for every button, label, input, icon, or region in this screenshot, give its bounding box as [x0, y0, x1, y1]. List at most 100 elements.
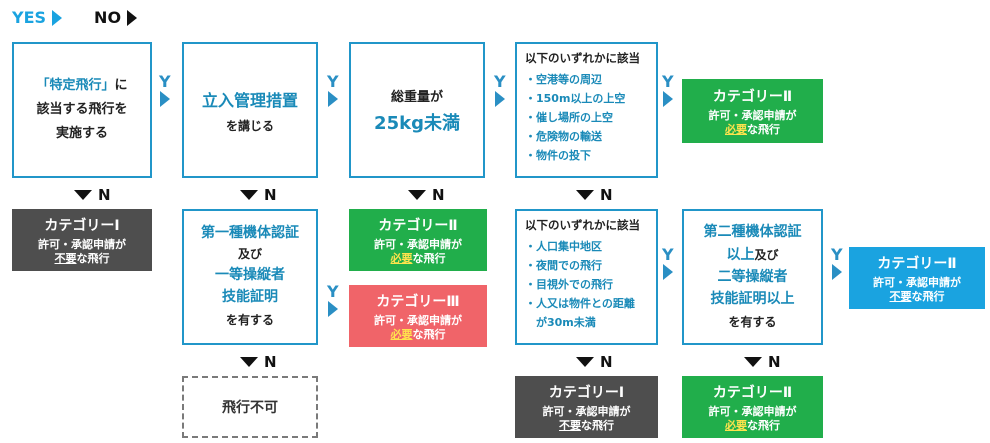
result-category-2-bottom: カテゴリーⅡ 許可・承認申請が 必要な飛行 — [682, 376, 823, 438]
result-title: カテゴリーⅠ — [44, 217, 120, 234]
yes-label: Y — [494, 72, 506, 91]
yes-connector: Y — [662, 245, 674, 280]
result-sub: 許可・承認申請が — [374, 313, 462, 327]
result-sub-tail: な飛行 — [412, 327, 446, 341]
yes-connector: Y — [159, 72, 171, 107]
no-connector: N — [240, 353, 277, 371]
no-label: N — [264, 353, 277, 371]
yes-arrow-icon — [159, 91, 170, 107]
result-sub-tail: な飛行 — [747, 122, 780, 136]
no-connector: N — [744, 353, 781, 371]
yes-connector: Y — [327, 282, 339, 317]
q1-highlight: 「特定飛行」 — [36, 78, 115, 93]
q7-line4: 技能証明以上 — [710, 290, 795, 307]
question-access-control: 立入管理措置 を講じる — [182, 42, 318, 178]
result-category-1-bottom: カテゴリーⅠ 許可・承認申請が 不要な飛行 — [515, 376, 658, 438]
question-conditions-a: 以下のいずれかに該当 ・空港等の周辺 ・150m以上の上空 ・催し場所の上空 ・… — [515, 42, 658, 178]
q7-line5: を有する — [728, 314, 777, 329]
q6-item: ・人口集中地区 — [525, 240, 602, 253]
yes-label: Y — [831, 245, 843, 264]
q3-line2: 25kg未満 — [374, 112, 460, 134]
legend-yes: YES — [12, 8, 47, 27]
no-label: N — [264, 186, 277, 204]
q5-line3: 一等操縦者 — [215, 267, 285, 283]
no-connector: N — [576, 353, 613, 371]
yes-arrow-icon — [494, 91, 505, 107]
no-label: N — [600, 186, 613, 204]
q7-line2a: 以上 — [726, 246, 755, 263]
q7-line1: 第二種機体認証 — [703, 223, 802, 240]
q6-header: 以下のいずれかに該当 — [525, 218, 640, 232]
q7-line3: 二等操縦者 — [717, 268, 788, 285]
result-emphasis: 不要 — [54, 251, 77, 265]
q6-item: ・夜間での飛行 — [525, 259, 602, 272]
result-sub-tail: な飛行 — [76, 251, 110, 265]
result-sub: 許可・承認申請が — [374, 237, 462, 251]
question-specific-flight: 「特定飛行」に 該当する飛行を 実施する — [12, 42, 152, 178]
yes-connector: Y — [494, 72, 506, 107]
no-arrow-icon — [576, 190, 594, 200]
no-label: N — [600, 353, 613, 371]
result-sub-tail: な飛行 — [412, 251, 446, 265]
result-title: カテゴリーⅡ — [712, 384, 793, 401]
result-category-3: カテゴリーⅢ 許可・承認申請が 必要な飛行 — [349, 285, 487, 347]
yes-arrow-icon — [831, 264, 842, 280]
no-connector: N — [74, 186, 111, 204]
no-label: N — [768, 353, 781, 371]
yes-label: Y — [662, 245, 674, 264]
question-conditions-b: 以下のいずれかに該当 ・人口集中地区 ・夜間での飛行 ・目視外での飛行 ・人又は… — [515, 209, 658, 345]
result-title: カテゴリーⅡ — [877, 255, 957, 272]
result-sub: 許可・承認申請が — [708, 108, 797, 122]
result-emphasis: 必要 — [725, 418, 747, 432]
yes-arrow-icon — [662, 91, 673, 107]
q6-item: ・人又は物件との距離 — [525, 297, 635, 310]
no-arrow-icon — [74, 190, 92, 200]
result-sub: 許可・承認申請が — [873, 275, 961, 289]
q2-line2: を講じる — [225, 118, 274, 133]
yes-connector: Y — [831, 245, 843, 280]
yes-arrow-icon — [327, 301, 338, 317]
yes-arrow-icon — [327, 91, 338, 107]
q4-item: ・150m以上の上空 — [525, 92, 626, 105]
q4-item: ・空港等の周辺 — [525, 73, 602, 86]
yes-label: Y — [327, 72, 339, 91]
result-title: カテゴリーⅠ — [548, 384, 625, 401]
result-no-flight: 飛行不可 — [182, 376, 318, 438]
result-category-2-mid: カテゴリーⅡ 許可・承認申請が 必要な飛行 — [349, 209, 487, 271]
result-category-2-no-permit: カテゴリーⅡ 許可・承認申請が 不要な飛行 — [849, 247, 985, 309]
q1-line2: 該当する飛行を — [36, 102, 128, 117]
result-sub-tail: な飛行 — [911, 289, 945, 303]
q5-line2: 及び — [237, 247, 262, 261]
result-emphasis: 必要 — [390, 251, 413, 265]
no-arrow-icon — [240, 190, 258, 200]
result-title: カテゴリーⅡ — [378, 217, 458, 234]
yes-connector: Y — [662, 72, 674, 107]
result-emphasis: 必要 — [725, 122, 747, 136]
q5-line5: を有する — [225, 313, 274, 327]
yes-connector: Y — [327, 72, 339, 107]
question-total-weight: 総重量が 25kg未満 — [349, 42, 485, 178]
result-sub: 許可・承認申請が — [38, 237, 126, 251]
result-sub-tail: な飛行 — [747, 418, 780, 432]
q3-line1: 総重量が — [390, 89, 443, 105]
result-category-2-top: カテゴリーⅡ 許可・承認申請が 必要な飛行 — [682, 79, 823, 143]
no-connector: N — [576, 186, 613, 204]
q4-item: ・催し場所の上空 — [525, 111, 613, 124]
result-sub: 許可・承認申請が — [542, 404, 631, 418]
legend-yes-arrow-icon — [52, 9, 63, 26]
question-type2-certification: 第二種機体認証 以上及び 二等操縦者 技能証明以上 を有する — [682, 209, 823, 345]
result-title: カテゴリーⅢ — [376, 293, 460, 310]
q4-item: ・危険物の輸送 — [525, 130, 602, 143]
no-label: N — [432, 186, 445, 204]
result-sub: 許可・承認申請が — [708, 404, 797, 418]
q4-item: ・物件の投下 — [525, 149, 591, 162]
yes-label: Y — [159, 72, 171, 91]
legend: YES NO — [12, 8, 138, 27]
q6-item: が30m未満 — [525, 316, 596, 329]
q5-line4: 技能証明 — [222, 289, 278, 305]
no-arrow-icon — [744, 357, 762, 367]
q2-line1: 立入管理措置 — [201, 90, 298, 110]
q7-line2b: 及び — [754, 247, 779, 262]
result-emphasis: 不要 — [889, 289, 912, 303]
yes-arrow-icon — [662, 264, 673, 280]
